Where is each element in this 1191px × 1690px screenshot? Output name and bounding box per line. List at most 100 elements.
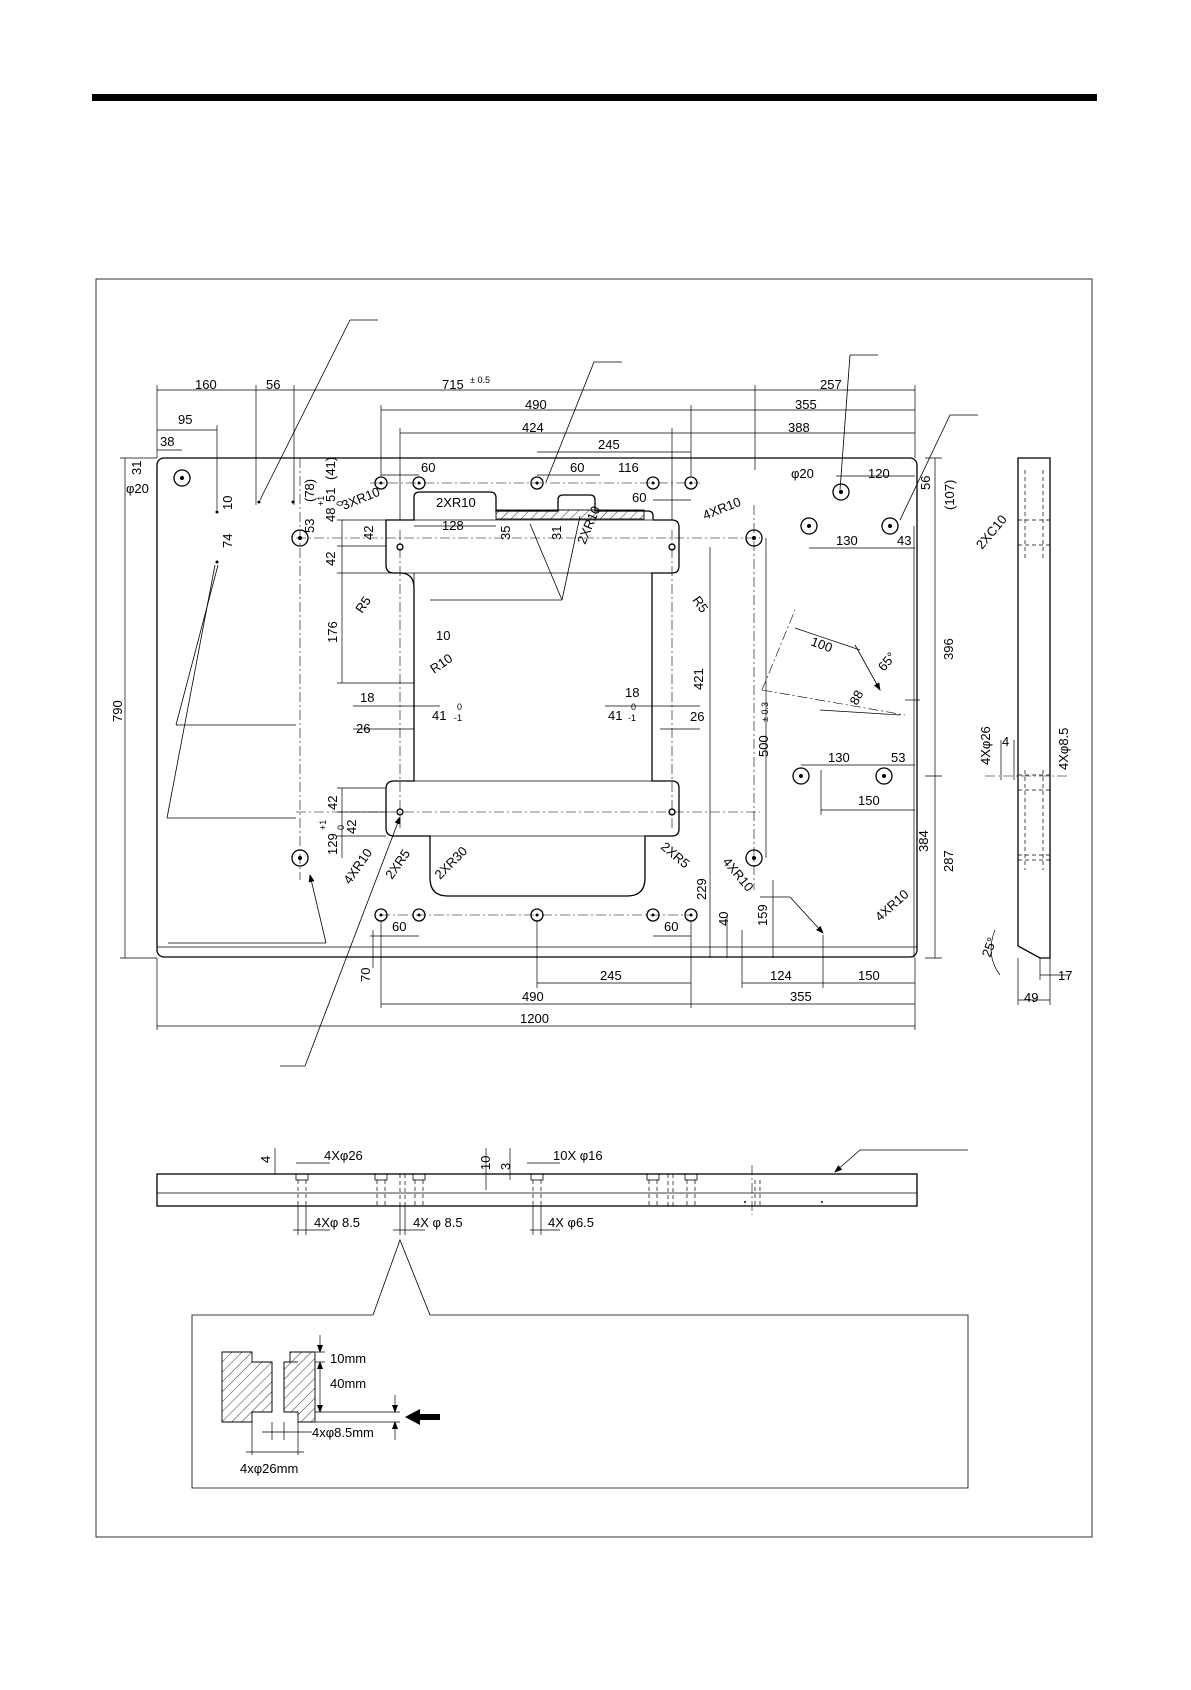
radius-4xr10-b: 4XR10 xyxy=(340,846,375,887)
dim-124: 124 xyxy=(770,968,792,983)
front-dim-4xphi26: 4Xφ26 xyxy=(324,1148,363,1163)
dim-78: (78) xyxy=(302,479,317,502)
detail-arrow-icon xyxy=(405,1409,440,1425)
detail-dim-4xphi26mm: 4xφ26mm xyxy=(240,1461,298,1476)
dim-42-b: 42 xyxy=(323,552,338,566)
dim-43: 43 xyxy=(897,533,911,548)
dim-60-a: 60 xyxy=(421,460,435,475)
dim-42-d: 42 xyxy=(344,820,359,834)
dim-95: 95 xyxy=(178,412,192,427)
front-dim-4: 4 xyxy=(258,1156,273,1163)
dim-60-b: 60 xyxy=(570,460,584,475)
dim-41-b-tol-up: 0 xyxy=(631,702,636,712)
dim-60-e: 60 xyxy=(664,919,678,934)
front-dim-10: 10 xyxy=(478,1156,493,1170)
side-dim-4xphi26: 4Xφ26 xyxy=(978,726,993,765)
dim-53: 53 xyxy=(302,519,317,533)
top-view-dimensions: 160 56 715 ± 0.5 257 490 355 95 424 388 … xyxy=(110,375,1072,1026)
dim-10: 10 xyxy=(220,496,235,510)
table-outline xyxy=(156,457,918,958)
detail-dim-40mm: 40mm xyxy=(330,1376,366,1391)
dim-60-c: 60 xyxy=(632,490,646,505)
dim-129-tol-down: 0 xyxy=(336,825,346,830)
dim-245-top: 245 xyxy=(598,437,620,452)
dim-88: 88 xyxy=(846,688,866,708)
dim-42-a: 42 xyxy=(361,526,376,540)
dim-129-tol-up: +1 xyxy=(318,820,328,830)
dim-257: 257 xyxy=(820,377,842,392)
dim-60-d: 60 xyxy=(392,919,406,934)
dim-500: 500 xyxy=(756,735,771,757)
dim-31: 31 xyxy=(129,461,144,475)
dim-384: 384 xyxy=(916,830,931,852)
dim-38: 38 xyxy=(160,434,174,449)
radius-3xr10: 3XR10 xyxy=(340,484,382,513)
dim-1200: 1200 xyxy=(520,1011,549,1026)
dim-41-b-tol-down: -1 xyxy=(628,713,636,723)
dim-48: 48 xyxy=(323,508,338,522)
side-dim-4: 4 xyxy=(1002,734,1009,749)
dim-26-b: 26 xyxy=(690,709,704,724)
dim-65-deg: 65° xyxy=(875,649,899,674)
dim-424: 424 xyxy=(522,420,544,435)
front-dim-4xphi8-5-b: 4X φ 8.5 xyxy=(413,1215,463,1230)
radius-2xr30: 2XR30 xyxy=(432,843,471,882)
dim-287: 287 xyxy=(941,850,956,872)
front-dim-4xphi8-5-a: 4Xφ 8.5 xyxy=(314,1215,360,1230)
dim-388: 388 xyxy=(788,420,810,435)
front-view-outline xyxy=(156,1173,918,1207)
dim-120: 120 xyxy=(868,466,890,481)
radius-4xr10-c: 4XR10 xyxy=(720,854,757,894)
dim-31-mid: 31 xyxy=(549,526,564,540)
dim-490-top: 490 xyxy=(525,397,547,412)
dim-245-bottom: 245 xyxy=(600,968,622,983)
dim-159: 159 xyxy=(755,904,770,926)
dim-10-b: 10 xyxy=(436,628,450,643)
dim-41-a-tol-up: 0 xyxy=(457,702,462,712)
side-dim-49: 49 xyxy=(1024,990,1038,1005)
chamfer-2xc10: 2XC10 xyxy=(973,512,1010,552)
detail-dim-10mm: 10mm xyxy=(330,1351,366,1366)
side-view xyxy=(985,457,1070,1005)
dim-500-tolerance: ± 0.3 xyxy=(760,702,770,722)
dim-396: 396 xyxy=(941,638,956,660)
dim-130-b: 130 xyxy=(828,750,850,765)
dim-phi20-right: φ20 xyxy=(791,466,814,481)
hatched-step xyxy=(495,509,645,520)
table-top-view: 160 56 715 ± 0.5 257 490 355 95 424 388 … xyxy=(110,319,1072,1067)
radius-2xr5-b: 2XR5 xyxy=(658,839,693,871)
dim-107: (107) xyxy=(942,480,957,510)
dim-715: 715 xyxy=(442,377,464,392)
radius-r5-a: R5 xyxy=(352,593,374,615)
radius-4xr10-d: 4XR10 xyxy=(872,886,912,924)
dim-229: 229 xyxy=(694,878,709,900)
dim-116: 116 xyxy=(618,460,639,475)
dim-41: (41) xyxy=(323,457,338,480)
front-dim-3: 3 xyxy=(498,1163,513,1170)
dim-74: 74 xyxy=(220,534,235,548)
detail-hatch-left xyxy=(221,1351,273,1423)
front-view: 4 4Xφ26 10 3 10X φ16 4Xφ 8.5 4X φ 8.5 4X… xyxy=(156,1148,968,1235)
dim-130-a: 130 xyxy=(836,533,858,548)
dim-150-b: 150 xyxy=(858,968,880,983)
front-dim-10xphi16: 10X φ16 xyxy=(553,1148,603,1163)
dim-25-deg: 25° xyxy=(979,935,1000,959)
dim-53-b: 53 xyxy=(891,750,905,765)
dim-355-bottom: 355 xyxy=(790,989,812,1004)
mounting-holes xyxy=(173,469,899,922)
dim-48-tol-down: 0 xyxy=(335,501,345,506)
dim-41-a-tol-down: -1 xyxy=(454,713,462,723)
dim-48-tol-up: +1 xyxy=(316,496,326,506)
dimension-lines xyxy=(120,385,942,1030)
detail-dim-4xphi8-5mm: 4xφ8.5mm xyxy=(312,1425,374,1440)
detail-box xyxy=(191,1238,969,1489)
front-view-holes xyxy=(295,1165,823,1215)
dim-490-bottom: 490 xyxy=(522,989,544,1004)
dim-phi20-left: φ20 xyxy=(126,481,149,496)
dim-790: 790 xyxy=(110,700,125,722)
dim-56: 56 xyxy=(266,377,280,392)
dim-40: 40 xyxy=(716,912,731,926)
dim-70: 70 xyxy=(358,968,373,982)
